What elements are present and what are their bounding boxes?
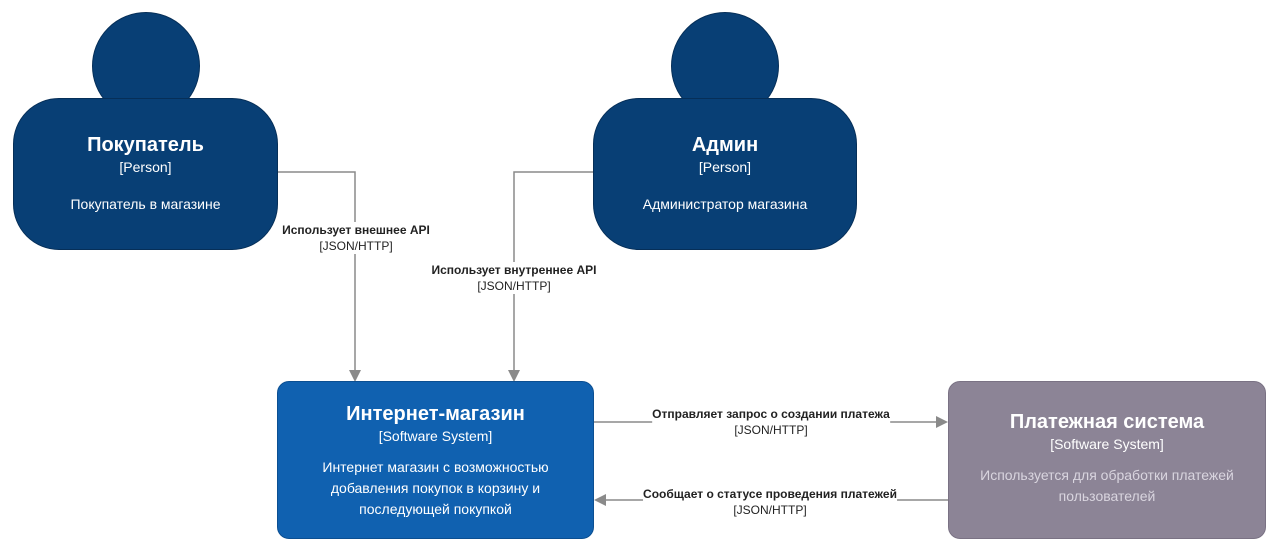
edge-payment-to-shop-label: Сообщает о статусе проведения платежей [… xyxy=(643,486,897,518)
edge-buyer-to-shop-text: Использует внешнее API xyxy=(282,223,430,237)
edge-payment-to-shop-tech: [JSON/HTTP] xyxy=(733,503,807,517)
edge-shop-to-payment-label: Отправляет запрос о создании платежа [JS… xyxy=(652,406,890,438)
person-admin-title: Админ xyxy=(691,134,759,156)
edge-payment-to-shop-text: Сообщает о статусе проведения платежей xyxy=(643,487,897,501)
person-buyer-title: Покупатель xyxy=(87,134,204,156)
system-shop-title: Интернет-магазин xyxy=(346,403,525,425)
person-admin-description: Администратор магазина xyxy=(642,196,808,212)
system-shop-type: [Software System] xyxy=(378,428,493,444)
edge-shop-to-payment-tech: [JSON/HTTP] xyxy=(734,423,808,437)
edge-buyer-to-shop-label: Использует внешнее API [JSON/HTTP] xyxy=(282,222,430,254)
edge-admin-to-shop-tech: [JSON/HTTP] xyxy=(477,279,551,293)
system-payment[interactable]: Платежная система [Software System] Испо… xyxy=(948,381,1266,539)
system-shop[interactable]: Интернет-магазин [Software System] Интер… xyxy=(277,381,594,539)
system-payment-title: Платежная система xyxy=(1009,411,1205,433)
system-payment-description: Используется для обработки платежей поль… xyxy=(980,467,1234,504)
system-payment-type: [Software System] xyxy=(1050,436,1164,452)
system-shop-description: Интернет магазин с возможностью добавлен… xyxy=(322,459,549,517)
person-admin-body[interactable]: Админ [Person] Администратор магазина xyxy=(593,98,857,250)
edge-buyer-to-shop-tech: [JSON/HTTP] xyxy=(319,239,393,253)
edge-admin-to-shop-text: Использует внутреннее API xyxy=(431,263,597,277)
edge-buyer-to-shop[interactable] xyxy=(278,171,361,382)
person-buyer-type: [Person] xyxy=(119,159,172,175)
person-buyer-description: Покупатель в магазине xyxy=(70,196,221,212)
edge-shop-to-payment-text: Отправляет запрос о создании платежа xyxy=(652,407,890,421)
edge-admin-to-shop[interactable] xyxy=(508,171,594,382)
person-admin-type: [Person] xyxy=(698,159,752,175)
edge-admin-to-shop-label: Использует внутреннее API [JSON/HTTP] xyxy=(431,262,597,294)
person-buyer-body[interactable]: Покупатель [Person] Покупатель в магазин… xyxy=(13,98,278,250)
